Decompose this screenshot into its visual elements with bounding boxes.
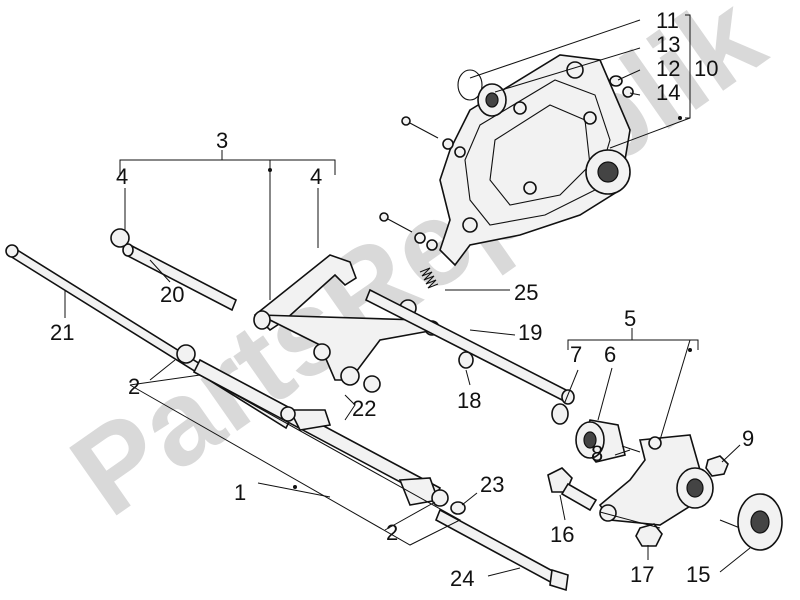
callout-13: 13 — [656, 32, 680, 57]
washer-14 — [622, 86, 634, 98]
nut-12 — [609, 75, 623, 87]
bearing-13 — [477, 83, 507, 117]
callout-16: 16 — [550, 522, 574, 547]
callout-6: 6 — [604, 342, 616, 367]
callout-12: 12 — [656, 56, 680, 81]
pin-19 — [364, 288, 575, 405]
callout-14: 14 — [656, 80, 680, 105]
pin-8 — [621, 445, 641, 453]
cover-bolt-lower — [379, 212, 438, 251]
bushing-2-lower — [431, 489, 449, 507]
callout-7: 7 — [570, 342, 582, 367]
bushing-22-upper — [363, 375, 381, 393]
hub-15 — [719, 493, 783, 551]
callout-20: 20 — [160, 282, 184, 307]
cover-bolt-upper — [401, 116, 466, 158]
callout-18: 18 — [457, 388, 481, 413]
silent-block-6 — [575, 419, 626, 463]
bracket-5 — [598, 434, 714, 526]
callout-10: 10 — [694, 56, 718, 81]
pin-20 — [122, 243, 238, 312]
bushing-4-left — [110, 228, 130, 248]
callout-21: 21 — [50, 320, 74, 345]
callout-15: 15 — [686, 562, 710, 587]
bolt-16 — [547, 467, 598, 512]
callout-24: 24 — [450, 566, 474, 591]
bolt-24 — [434, 508, 569, 592]
callout-3: 3 — [216, 128, 228, 153]
callout-8: 8 — [591, 441, 603, 466]
callout-17: 17 — [630, 562, 654, 587]
callout-23: 23 — [480, 472, 504, 497]
bushing-18 — [458, 351, 474, 369]
nut-23 — [450, 501, 466, 515]
callout-11: 11 — [656, 8, 679, 33]
nut-17 — [635, 523, 663, 547]
callout-2-upper: 2 — [128, 374, 140, 399]
callout-22: 22 — [352, 396, 376, 421]
main-shaft-1 — [176, 344, 442, 506]
circlip-11 — [457, 69, 483, 101]
callout-9: 9 — [742, 426, 754, 451]
callout-5: 5 — [624, 306, 636, 331]
callout-4-left: 4 — [116, 164, 128, 189]
bushing-7 — [551, 403, 569, 425]
callout-25: 25 — [514, 280, 538, 305]
callout-4-right: 4 — [310, 164, 322, 189]
callout-19: 19 — [518, 320, 542, 345]
callout-2-lower: 2 — [386, 520, 398, 545]
callout-1: 1 — [234, 480, 246, 505]
spring-25 — [419, 267, 439, 289]
